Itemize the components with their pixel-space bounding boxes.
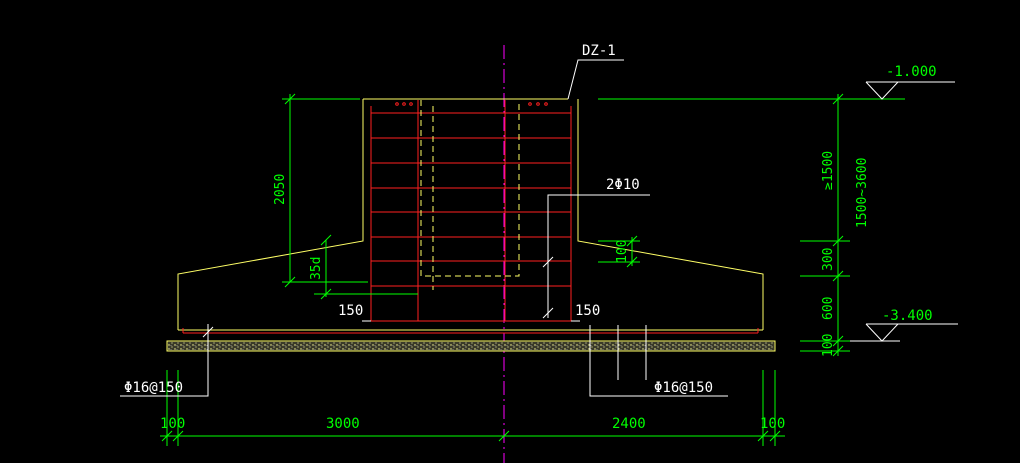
rebar-right-label: Φ16@150 [654,380,713,396]
dim-100-right: 100 [760,416,785,432]
elevation-marker-top [865,81,955,100]
dim-2050: 2050 [273,174,288,205]
footing-outline [177,98,764,331]
dim-100-haunch: 100 [615,240,630,263]
offset-left-label: 150 [338,303,363,319]
dim-ge1500: ≥1500 [821,151,836,190]
rebar-left-label: Φ16@150 [124,380,183,396]
dim-35d: 35d [309,257,324,280]
leader-lines [120,59,728,397]
rebar-column-label: 2Φ10 [606,177,640,193]
dim-range: 1500~3600 [855,158,870,228]
elevation-marker-bottom [850,323,958,342]
dim-3000: 3000 [326,416,360,432]
lean-concrete-pad [166,340,776,352]
dim-100-pad: 100 [821,334,836,357]
column-tag: DZ-1 [582,43,616,59]
dim-100-left: 100 [160,416,185,432]
elevation-top-label: -1.000 [886,64,937,80]
column-dowels [420,100,520,290]
elevation-bottom-label: -3.400 [882,308,933,324]
dim-600: 600 [821,297,836,320]
rebar-cage [182,100,759,334]
offset-right-label: 150 [575,303,600,319]
dim-300: 300 [821,248,836,271]
dimension-lines [160,93,905,446]
dim-2400: 2400 [612,416,646,432]
